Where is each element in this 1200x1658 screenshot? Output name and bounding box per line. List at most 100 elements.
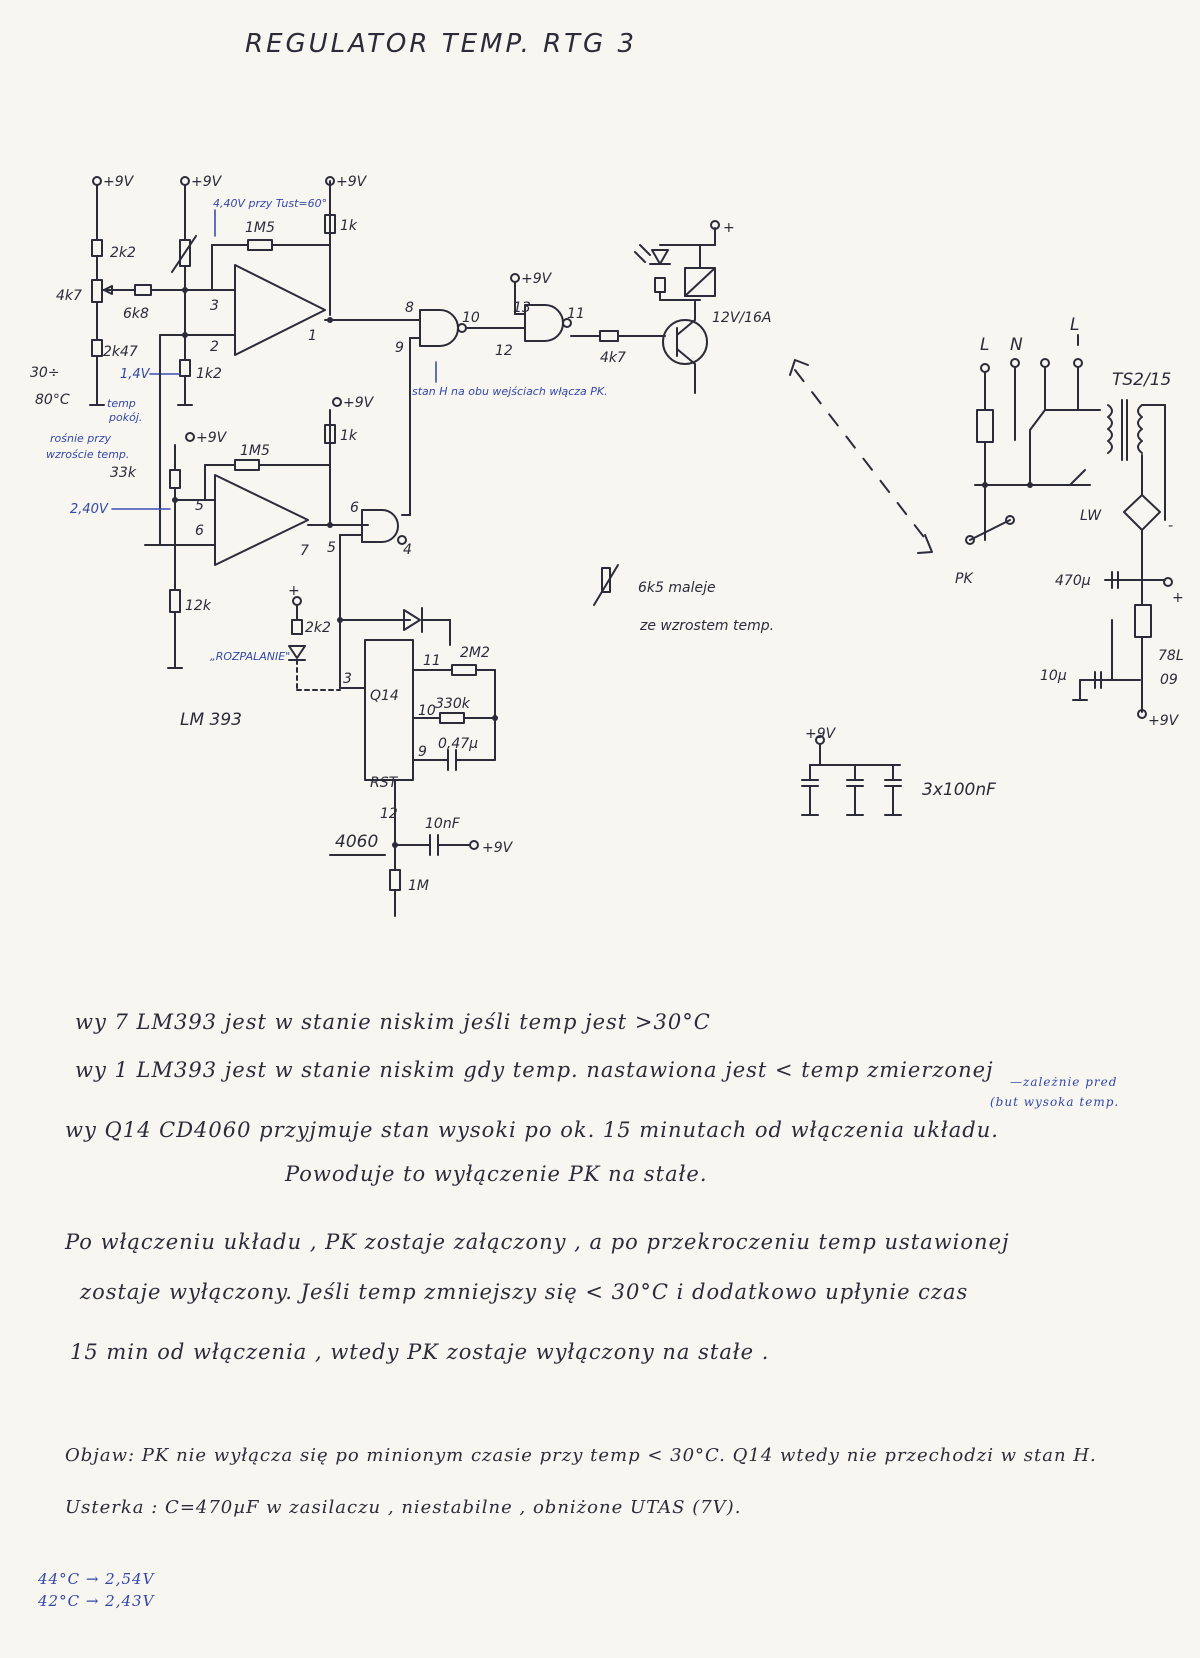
reading-2: 42°C → 2,43V xyxy=(38,1592,155,1610)
regulator-78l09 xyxy=(1134,604,1152,638)
plus-label: + xyxy=(723,220,735,236)
pin-2: 2 xyxy=(210,339,219,355)
ic-lm393-label: LM 393 xyxy=(180,710,242,730)
comparator-2 xyxy=(214,474,309,566)
gate-pin-11: 11 xyxy=(567,306,585,322)
vcc-label: +9V xyxy=(103,174,135,190)
vcc-label-6: +9V xyxy=(521,271,553,287)
resistor-12k xyxy=(169,589,181,613)
pin-7: 7 xyxy=(300,543,309,559)
resistor-2k47 xyxy=(91,339,103,357)
note-6: zostaje wyłączony. Jeśli temp zmniejszy … xyxy=(80,1280,969,1304)
pin-3: 3 xyxy=(210,298,219,314)
resistor-330k xyxy=(439,712,465,724)
resistor-1m5-b xyxy=(234,459,260,471)
q14-label: Q14 xyxy=(370,688,399,704)
bridge-minus-label: - xyxy=(1168,518,1173,534)
comparator-1 xyxy=(234,264,326,356)
mains-l2-label: L xyxy=(1070,315,1079,335)
label-1m5-b: 1M5 xyxy=(240,443,270,459)
pk-label: PK xyxy=(955,571,974,587)
label-rises1: rośnie przy xyxy=(50,432,112,445)
resistor-2k2 xyxy=(91,239,103,257)
gate-pin-8: 8 xyxy=(405,300,414,316)
mains-fuse xyxy=(976,409,994,443)
label-33k: 33k xyxy=(110,465,137,481)
label-1m5: 1M5 xyxy=(245,220,275,236)
gate-pin-5: 5 xyxy=(327,540,336,556)
plus-label-3: + xyxy=(1172,590,1184,606)
thermistor-note-1: 6k5 maleje xyxy=(638,580,716,596)
label-330k: 330k xyxy=(435,696,471,712)
resistor-2k2-b xyxy=(291,619,303,635)
resistor-1k2 xyxy=(179,359,191,377)
note-2: wy 1 LM393 jest w stanie niskim gdy temp… xyxy=(75,1058,994,1082)
gate-pin-6: 6 xyxy=(350,500,359,516)
label-rises2: wzroście temp. xyxy=(46,448,129,461)
label-range: 30÷ xyxy=(30,365,60,381)
pin-1: 1 xyxy=(308,328,317,344)
gate-pin-9: 9 xyxy=(395,340,404,356)
chip-pin-12: 12 xyxy=(380,806,398,822)
caps-label: 3x100nF xyxy=(922,780,996,800)
vcc-label-7: +9V xyxy=(482,840,514,856)
resistor-led xyxy=(654,277,666,293)
label-1k: 1k xyxy=(340,218,358,234)
hysteresis-note-2: (but wysoka temp. xyxy=(990,1095,1120,1109)
note-4: Powoduje to wyłączenie PK na stałe. xyxy=(285,1162,708,1186)
label-v240: 2,40V xyxy=(70,502,109,517)
resistor-4k7-b xyxy=(599,330,619,342)
cd4060-chip xyxy=(364,639,414,781)
pin-5: 5 xyxy=(195,498,204,514)
vcc-label-2: +9V xyxy=(191,174,223,190)
vcc-label-3: +9V xyxy=(336,174,368,190)
vcc-label-9: +9V xyxy=(1148,713,1180,729)
page-title: REGULATOR TEMP. RTG 3 xyxy=(245,29,637,59)
transformer-label: TS2/15 xyxy=(1112,370,1171,390)
transformer-primary xyxy=(1107,404,1113,454)
relay-label: 12V/16A xyxy=(712,310,772,326)
label-2k2: 2k2 xyxy=(110,245,136,261)
label-470: 470µ xyxy=(1055,573,1091,589)
label-2k47: 2k47 xyxy=(103,344,138,360)
label-047: 0,47µ xyxy=(438,736,478,752)
chip-pin-3: 3 xyxy=(343,671,352,687)
resistor-1k-b xyxy=(324,424,336,444)
label-10n: 10nF xyxy=(425,816,461,832)
gate-pin-12: 12 xyxy=(495,343,513,359)
rst-label: RST xyxy=(370,775,399,791)
resistor-1m xyxy=(389,869,401,891)
label-1k-b: 1k xyxy=(340,428,358,444)
resistor-1k xyxy=(324,214,336,234)
label-pot2: pokój. xyxy=(108,411,142,424)
lw-label: LW xyxy=(1080,508,1102,524)
nand-gate-1 xyxy=(419,309,459,347)
led-relay xyxy=(651,249,669,265)
plus-label-2: + xyxy=(288,583,300,599)
label-12k: 12k xyxy=(185,598,212,614)
note-9: Usterka : C=470µF w zasilaczu , niestabi… xyxy=(65,1497,742,1518)
label-4k7: 4k7 xyxy=(56,288,82,304)
ic-4060-label: 4060 xyxy=(335,832,378,852)
label-4k7-b: 4k7 xyxy=(600,350,626,366)
note-3: wy Q14 CD4060 przyjmuje stan wysoki po o… xyxy=(65,1118,999,1142)
cap-1 xyxy=(801,764,819,816)
thermistor-note-2: ze wzrostem temp. xyxy=(639,618,774,634)
transistor xyxy=(662,319,708,365)
state-note: stan H na obu wejściach włącza PK. xyxy=(412,385,608,398)
chip-pin-11: 11 xyxy=(423,653,441,669)
label-10u: 10µ xyxy=(1040,668,1067,684)
mains-n-label: N xyxy=(1010,335,1023,355)
label-2k2-b: 2k2 xyxy=(305,620,331,636)
led-label: „ROZPALANIE" xyxy=(210,650,290,663)
chip-pin-10: 10 xyxy=(418,703,436,719)
gate-pin-10: 10 xyxy=(462,310,480,326)
label-6k8: 6k8 xyxy=(123,306,149,322)
vcc-label-8: +9V xyxy=(805,726,837,742)
mains-l-label: L xyxy=(980,335,989,355)
chip-pin-9: 9 xyxy=(418,744,427,760)
resistor-6k8 xyxy=(134,284,152,296)
note-8: Objaw: PK nie wyłącza się po minionym cz… xyxy=(65,1445,1097,1466)
pin-6: 6 xyxy=(195,523,204,539)
